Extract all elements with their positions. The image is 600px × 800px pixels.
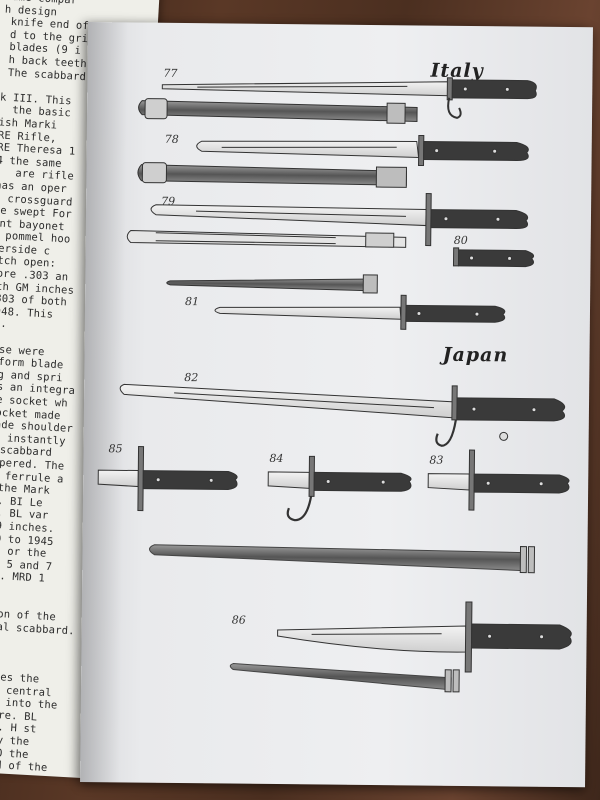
bayonet-77	[161, 77, 537, 119]
scabbard-77	[138, 98, 418, 124]
bayonet-plate-page: Italy Japan 77 78 79 80 81 82 83 84 85 8…	[80, 22, 593, 788]
scabbard-86	[229, 663, 460, 693]
bayonet-84	[267, 455, 412, 522]
bayonet-79	[150, 193, 529, 247]
grip-80	[452, 247, 535, 268]
scabbard-81	[166, 274, 378, 294]
bayonet-85	[97, 446, 238, 512]
scabbard-82	[148, 544, 536, 574]
scabbard-78	[137, 162, 408, 188]
bayonet-83	[427, 449, 570, 511]
bayonet-81	[214, 294, 506, 330]
bayonet-86	[277, 601, 572, 673]
bayonet-illustrations	[97, 77, 572, 693]
bayonet-82	[119, 383, 566, 447]
scabbard-79	[126, 229, 407, 248]
bayonet-78	[196, 134, 529, 167]
